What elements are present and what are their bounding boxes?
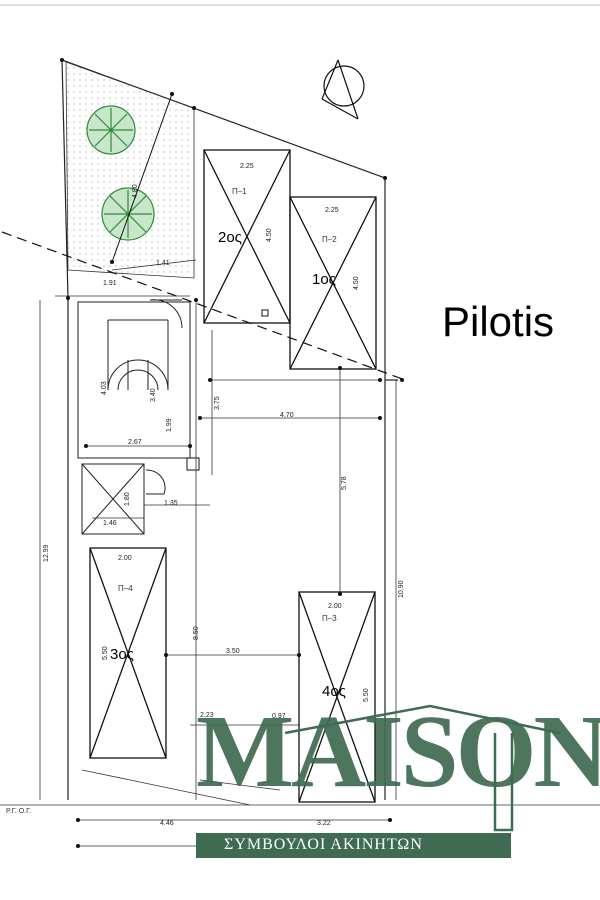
space-code: Π–2: [322, 235, 337, 244]
dimension-label: 12.99: [43, 544, 50, 562]
dimension-label: 1.99: [166, 418, 173, 432]
dimension-label: 5.78: [341, 476, 348, 490]
dimension-ticks: [60, 58, 404, 848]
dimension-label: 3.22: [317, 820, 331, 827]
dimension-label: 0.97: [272, 713, 286, 720]
north-arrow-icon: [321, 59, 365, 120]
dimension-label: 2.00: [328, 603, 342, 610]
brand-logo-wordmark: MAISON: [196, 694, 600, 809]
brand-tagline: ΣΥΜΒΟΥΛΟΙ ΑΚΙΝΗΤΩΝ: [224, 836, 423, 853]
floor-label: 3ος: [110, 646, 134, 663]
tree-icon: [86, 105, 136, 155]
dimension-label: 2.23: [200, 712, 214, 719]
dimension-label: 1.80: [124, 492, 131, 506]
garden-area: [65, 61, 195, 279]
space-code: Π–3: [322, 614, 337, 623]
floor-label: 1ος: [312, 271, 336, 288]
brand-tagline-bar: [196, 833, 511, 858]
page-title: Pilotis: [442, 298, 555, 345]
dimension-label: 5.50: [102, 646, 109, 660]
dimension-label: 1.41: [156, 260, 170, 267]
dimension-label: 8.50: [193, 626, 200, 640]
dimension-label: 4.50: [266, 228, 273, 242]
lift-room: [81, 463, 166, 535]
dimension-label: 2.67: [128, 439, 142, 446]
brand-roof-outline: [284, 704, 561, 832]
space-code: Π–4: [118, 584, 133, 593]
dimension-label: 1.46: [103, 520, 117, 527]
dimension-label: 4.46: [160, 820, 174, 827]
dimension-label: 2.00: [118, 555, 132, 562]
floor-label: 2ος: [218, 229, 242, 246]
tree-icon: [101, 187, 155, 241]
dimension-label: 4.70: [280, 412, 294, 419]
plot-reference-text: Ρ.Γ. Ο.Γ.: [6, 808, 32, 815]
dimension-label: 4.03: [101, 381, 108, 395]
dimension-label: 10.90: [398, 580, 405, 598]
stair-core: [77, 299, 191, 459]
dimension-label: 2.25: [240, 163, 254, 170]
dimension-label: 2.25: [325, 207, 339, 214]
dimension-label: 4.80: [132, 184, 139, 198]
dimension-label: 1.91: [103, 280, 117, 287]
dimension-label: 1.35: [164, 500, 178, 507]
dimension-label: 3.50: [226, 648, 240, 655]
column-markers: [186, 309, 269, 471]
dimension-label: 3.75: [214, 396, 221, 410]
dimension-label: 4.50: [353, 276, 360, 290]
floor-label: 4ος: [322, 683, 346, 700]
dimension-label: 3.40: [150, 388, 157, 402]
dimension-line: [111, 93, 173, 263]
parking-space-outlines: [89, 149, 377, 803]
space-code: Π–1: [232, 187, 247, 196]
